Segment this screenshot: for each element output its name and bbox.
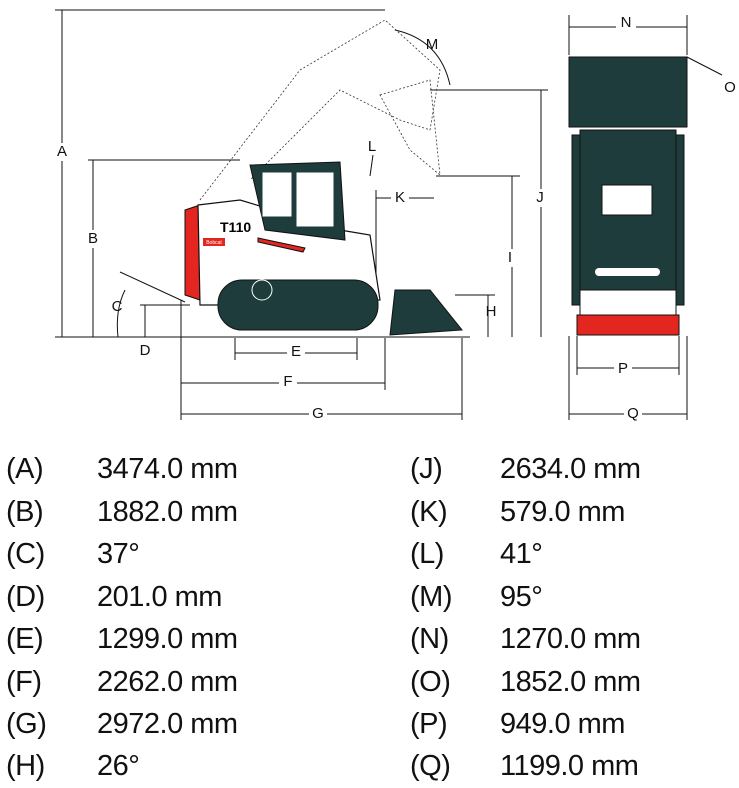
spec-value: 37° [97,538,140,570]
model-badge: T110 [220,219,251,235]
label-d: D [140,342,151,359]
spec-label: (G) [6,708,47,740]
spec-value: 1199.0 mm [500,750,639,782]
spec-value: 201.0 mm [97,581,222,613]
spec-label: (F) [6,666,42,698]
spec-label: (B) [6,496,44,528]
spec-value: 1852.0 mm [500,666,641,698]
label-l: L [368,138,376,155]
spec-label: (O) [410,666,451,698]
front-counterweight [576,314,680,336]
spec-label: (N) [410,623,449,655]
label-f: F [283,373,292,390]
spec-value: 1270.0 mm [500,623,641,655]
spec-label: (J) [410,453,443,485]
label-j: J [536,189,544,206]
label-q: Q [627,405,639,422]
track [217,279,379,331]
label-e: E [291,343,301,360]
spec-value: 2634.0 mm [500,453,641,485]
label-h: H [486,303,497,320]
label-g: G [312,405,324,422]
spec-value: 3474.0 mm [97,453,238,485]
label-m: M [426,36,439,53]
spec-label: (E) [6,623,44,655]
spec-label: (Q) [410,750,451,782]
spec-label: (H) [6,750,45,782]
label-p: P [618,360,628,377]
spec-label: (A) [6,453,44,485]
bucket [389,289,463,336]
spec-value: 41° [500,538,543,570]
label-n: N [621,14,632,31]
spec-label: (L) [410,538,444,570]
spec-value: 95° [500,581,543,613]
machine-body [197,199,381,306]
spec-value: 949.0 mm [500,708,625,740]
spec-value: 2972.0 mm [97,708,238,740]
label-a: A [57,143,67,160]
front-bucket [568,56,688,128]
spec-value: 26° [97,750,140,782]
label-c: C [112,298,123,315]
spec-value: 579.0 mm [500,496,625,528]
label-k: K [395,189,405,206]
dimension-diagram: T110 Bobcat A B C D E F G H I J K L M N … [55,9,736,423]
spec-label: (D) [6,581,45,613]
spec-label: (M) [410,581,452,613]
spec-label: (K) [410,496,448,528]
spec-label: (C) [6,538,45,570]
label-i: I [508,249,512,266]
label-o: O [724,79,736,96]
spec-value: 2262.0 mm [97,666,238,698]
spec-label: (P) [410,708,448,740]
spec-value: 1299.0 mm [97,623,238,655]
label-b: B [88,230,98,247]
spec-value: 1882.0 mm [97,496,238,528]
brand-badge: Bobcat [206,240,222,246]
